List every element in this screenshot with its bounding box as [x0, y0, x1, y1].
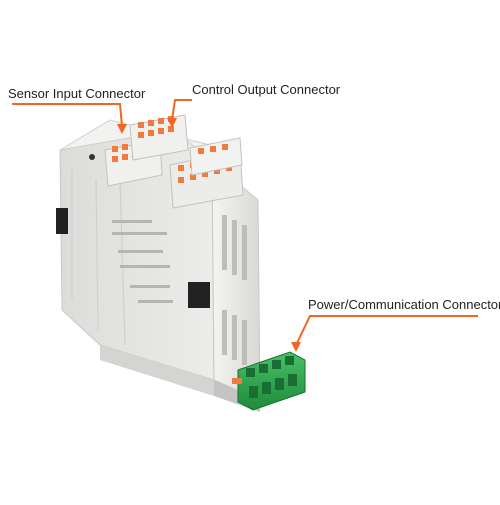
sensor-input-label: Sensor Input Connector: [8, 86, 146, 101]
power-communication-label: Power/Communication Connector: [308, 297, 500, 312]
arrow-control: [167, 118, 177, 128]
din-clip-right: [188, 282, 210, 308]
din-clip-left: [56, 208, 68, 234]
control-output-terminal-block-upper: [129, 114, 189, 161]
printed-markings: [112, 220, 173, 303]
vent-slots: [222, 215, 247, 365]
control-output-label: Control Output Connector: [192, 82, 341, 97]
callout-leaders: [12, 99, 478, 346]
arrow-power: [291, 342, 301, 352]
control-output-terminal-block-lower: [169, 137, 244, 209]
power-communication-connector: [232, 351, 306, 411]
arrow-sensor: [117, 124, 127, 134]
